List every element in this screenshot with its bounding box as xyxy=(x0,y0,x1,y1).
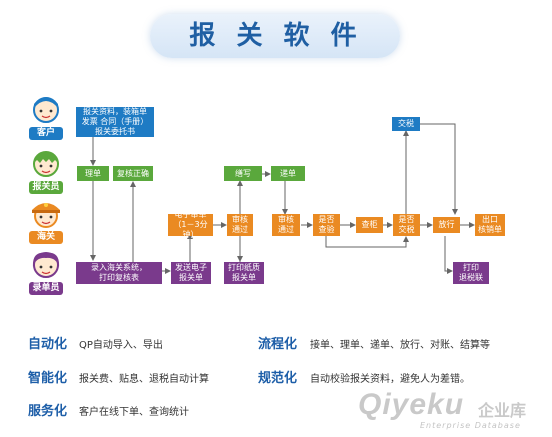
role-label-client: 客户 xyxy=(29,127,63,140)
stamp-box: 缮写 xyxy=(224,166,262,181)
feature-title-service: 服务化 xyxy=(28,404,68,419)
pay-tax-box: 交税 xyxy=(392,117,420,131)
is-inspect-box: 是否 查验 xyxy=(313,214,340,236)
feature-title-workflow: 流程化 xyxy=(258,337,298,352)
arrow-paytax-to-release xyxy=(420,123,458,215)
role-customs: 海关 xyxy=(28,198,64,244)
watermark-cn: 企业库 xyxy=(478,401,527,420)
role-label-declarant: 报关员 xyxy=(29,181,63,194)
role-label-customs: 海关 xyxy=(29,231,63,244)
submit-box: 递单 xyxy=(271,166,305,181)
role-entry-clerk: 录单员 xyxy=(28,251,64,297)
arrow-release-to-rebate xyxy=(444,236,453,274)
export-verify-box: 出口 核销单 xyxy=(475,214,505,236)
review-pass-2-box: 审核 通过 xyxy=(272,214,300,236)
role-label-entry-clerk: 录单员 xyxy=(29,282,63,295)
is-pay-tax-box: 是否 交税 xyxy=(393,214,420,236)
input-system-box: 录入海关系统， 打印复核表 xyxy=(76,262,162,284)
review-pass-box: 审核 通过 xyxy=(227,214,253,236)
print-paper-box: 打印纸质 报关单 xyxy=(224,262,264,284)
page-title: 报 关 软 件 xyxy=(189,21,363,51)
feature-desc-automation: QP自动导入、导出 xyxy=(79,340,163,351)
watermark-sub: Enterprise Database xyxy=(420,421,521,430)
inspect-container-box: 查柜 xyxy=(356,217,383,233)
watermark-brand: Qiyeku xyxy=(358,388,465,421)
arrow-inspect-bypass xyxy=(325,236,409,248)
title-banner xyxy=(150,14,400,58)
officer-icon xyxy=(32,203,60,228)
person-icon xyxy=(33,97,59,123)
client-documents-box: 报关资料，装箱单 发票 合同（手册） 报关委托书 xyxy=(76,107,154,137)
person-icon xyxy=(33,151,59,177)
electronic-review-box: 电子审单 （1－3分钟） xyxy=(168,210,213,239)
feature-desc-intelligent: 报关费、贴息、退税自动计算 xyxy=(79,374,209,385)
person-icon xyxy=(32,252,60,278)
role-client: 客户 xyxy=(28,96,64,142)
review-correct-box: 复核正确 xyxy=(113,166,153,181)
feature-desc-standard: 自动校验报关资料，避免人为差错。 xyxy=(310,374,470,385)
sort-documents-box: 理单 xyxy=(77,166,109,181)
feature-title-standard: 规范化 xyxy=(258,371,298,386)
role-declarant: 报关员 xyxy=(28,150,64,196)
release-box: 放行 xyxy=(433,217,460,233)
feature-desc-workflow: 接单、理单、递单、放行、对账、结算等 xyxy=(310,340,490,351)
feature-desc-service: 客户在线下单、查询统计 xyxy=(79,407,189,418)
feature-title-intelligent: 智能化 xyxy=(28,371,68,386)
print-rebate-box: 打印 退税联 xyxy=(453,262,489,284)
feature-title-automation: 自动化 xyxy=(28,337,68,352)
send-electronic-box: 发送电子 报关单 xyxy=(171,262,211,284)
